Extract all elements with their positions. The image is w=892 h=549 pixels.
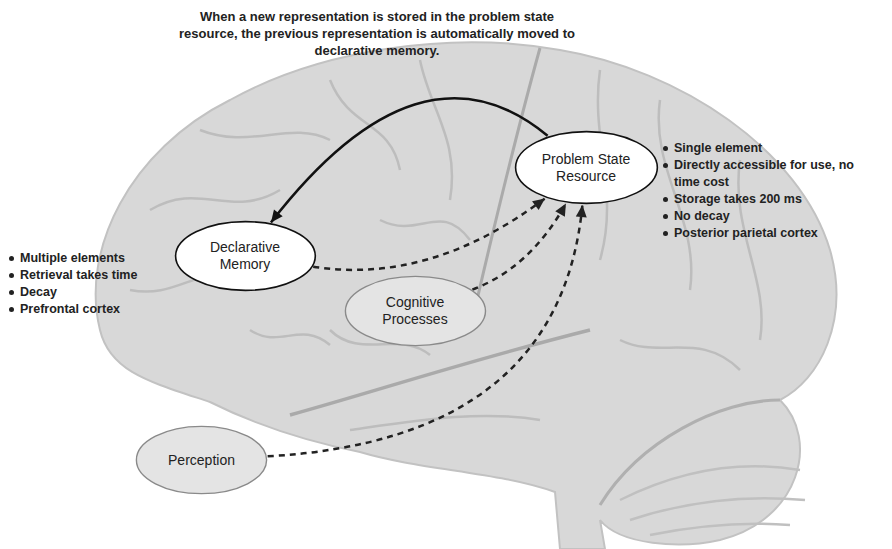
bullet-item: Posterior parietal cortex — [662, 225, 858, 242]
node-label: Problem State Resource — [534, 151, 638, 185]
bullet-item: Prefrontal cortex — [8, 301, 178, 318]
bullet-item: No decay — [662, 208, 858, 225]
arrow-head — [532, 198, 545, 210]
dashed-arrow — [268, 205, 583, 456]
arrow-head — [271, 210, 283, 223]
label-group: Single elementDirectly accessible for us… — [662, 140, 858, 242]
ellipse-node: Declarative Memory — [174, 220, 317, 292]
ellipse-node: Perception — [135, 425, 268, 495]
bullet-item: Multiple elements — [8, 250, 178, 267]
solid-arrow — [271, 98, 548, 222]
gyri — [130, 60, 762, 430]
bullet-item: Retrieval takes time — [8, 267, 178, 284]
ellipse-shape — [515, 132, 657, 204]
cerebellum-line — [600, 400, 780, 505]
ellipse-node: Cognitive Processes — [344, 275, 487, 347]
arrow-head — [555, 204, 566, 217]
bullet-item: Decay — [8, 284, 178, 301]
label-group: Multiple elementsRetrieval takes timeDec… — [8, 250, 178, 318]
node-text: Declarative Memory — [194, 239, 297, 273]
ellipse-shape — [175, 222, 315, 291]
node-text: Perception — [168, 452, 235, 469]
cerebrum — [96, 42, 837, 549]
node-text: Cognitive Processes — [364, 294, 467, 328]
ellipse-shape — [345, 276, 485, 345]
label-group: When a new representation is stored in t… — [172, 8, 582, 59]
node-label: Cognitive Processes — [364, 294, 467, 328]
arrow-head — [576, 205, 587, 217]
bullet-item: Storage takes 200 ms — [662, 191, 858, 208]
node-label: Declarative Memory — [194, 239, 297, 273]
note-text: When a new representation is stored in t… — [172, 8, 582, 59]
ellipse-node: Problem State Resource — [514, 130, 659, 205]
bullet-item: Directly accessible for use, no time cos… — [662, 157, 858, 191]
ellipse-shape — [136, 426, 266, 493]
node-text: Problem State Resource — [534, 151, 638, 185]
cerebellum-folds — [620, 466, 805, 535]
dashed-arrow — [472, 204, 566, 290]
bullet-item: Single element — [662, 140, 858, 157]
dashed-arrow — [313, 198, 545, 269]
node-label: Perception — [168, 452, 235, 469]
